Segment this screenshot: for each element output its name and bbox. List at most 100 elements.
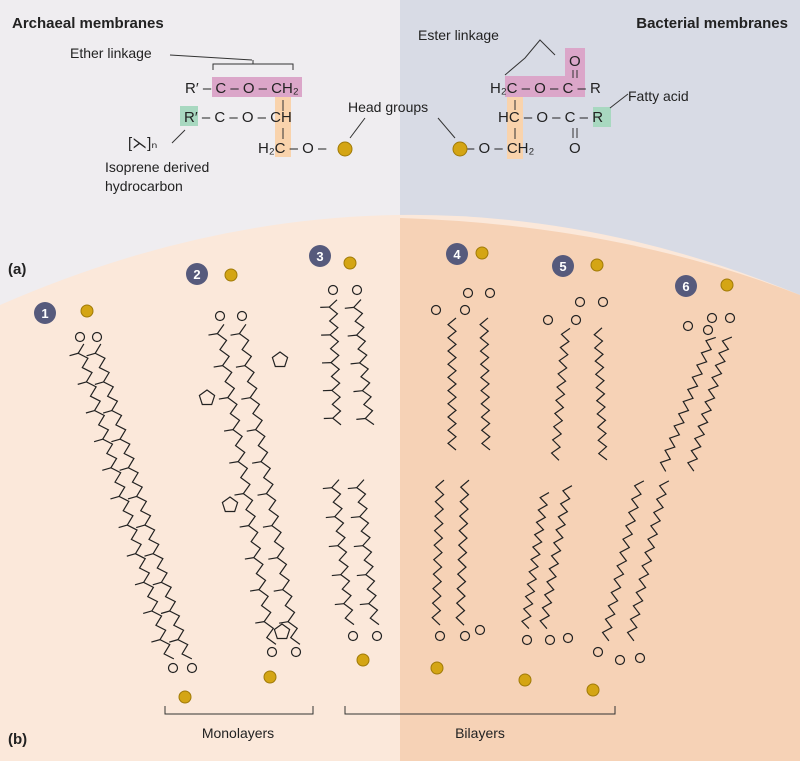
archaeal-formula-row1: R′ – C – O – CH₂	[185, 80, 299, 97]
methyl-branch	[356, 417, 366, 420]
hydrocarbon-chain	[77, 343, 175, 660]
oxygen-atom	[724, 312, 736, 324]
oxygen-atom	[484, 287, 496, 299]
bilayers-bracket	[344, 706, 616, 715]
methyl-branch	[119, 467, 129, 471]
bacterial-formula-row1: H₂C – O – C – R	[490, 80, 601, 97]
methyl-branch	[151, 639, 161, 643]
methyl-branch	[102, 409, 112, 414]
ester-highlight-vertical	[565, 48, 585, 78]
methyl-branch	[331, 574, 341, 577]
methyl-branch	[230, 333, 240, 336]
fatty-acid-label: Fatty acid	[628, 88, 689, 104]
bacterial-formula-row2: HC – O – C – R	[498, 109, 603, 126]
head-group	[224, 268, 238, 282]
methyl-branch	[262, 525, 272, 528]
oxygen-atom	[434, 630, 446, 642]
methyl-branch	[118, 524, 128, 529]
oxygen-atom	[544, 634, 556, 646]
methyl-branch	[169, 639, 179, 643]
hydrocarbon-chain	[216, 324, 277, 645]
cyclopentane-ring	[198, 389, 216, 406]
bacterial-title: Bacterial membranes	[636, 15, 788, 32]
methyl-branch	[246, 429, 256, 432]
oxygen-atom	[236, 310, 248, 322]
oxygen-atom	[570, 314, 582, 326]
hydrocarbon-chain	[238, 323, 301, 645]
oxygen-atom	[614, 654, 626, 666]
methyl-branch	[353, 390, 363, 393]
methyl-branch	[111, 438, 121, 443]
oxygen-atom	[592, 646, 604, 658]
head-group	[430, 661, 444, 675]
oxygen-atom	[266, 646, 278, 658]
isoprene-label-1: Isoprene derived	[105, 159, 209, 175]
ether-linkage-label: Ether linkage	[70, 45, 152, 61]
methyl-branch	[127, 495, 137, 500]
ester-bracket	[504, 39, 556, 76]
head-group	[720, 278, 734, 292]
molecule-number-badge	[446, 243, 468, 265]
methyl-branch	[77, 381, 87, 385]
hydrocarbon-chain	[659, 336, 716, 472]
head-leader	[349, 117, 366, 139]
hydrocarbon-chain	[479, 317, 491, 451]
oxygen-atom	[74, 331, 86, 343]
head-group-archaea	[337, 141, 353, 157]
methyl-branch	[69, 352, 79, 357]
methyl-branch	[322, 487, 332, 490]
methyl-branch	[144, 553, 154, 557]
molecule-number: 6	[682, 279, 689, 294]
bacterial-r-highlight	[593, 107, 611, 127]
oxygen-atom	[474, 624, 486, 636]
oxygen-atom	[574, 296, 586, 308]
archaeal-glycerol-highlight	[275, 97, 291, 157]
molecule-number-badge	[309, 245, 331, 267]
molecule-number-badge	[675, 275, 697, 297]
oxygen-atom	[634, 652, 646, 664]
oxygen-atom	[327, 284, 339, 296]
archaeal-formula-row3: H₂C – O –	[258, 140, 327, 157]
hydrocarbon-chain	[355, 479, 380, 626]
fatty-acid-leader	[609, 93, 629, 109]
monolayers-bracket	[164, 706, 314, 715]
molecule-number: 4	[453, 247, 461, 262]
methyl-branch	[223, 429, 234, 432]
hydrocarbon-chain	[601, 480, 645, 642]
hydrocarbon-chain	[94, 343, 193, 660]
oxygen-atom	[521, 634, 533, 646]
methyl-branch	[152, 581, 162, 586]
oxygen-atom	[91, 331, 103, 343]
head-group-bacteria	[452, 141, 468, 157]
methyl-branch	[347, 487, 357, 490]
methyl-branch	[268, 557, 278, 560]
bonds	[514, 70, 578, 139]
hydrocarbon-chain	[520, 492, 550, 629]
hydrocarbon-chain	[330, 479, 355, 626]
methyl-branch	[350, 516, 360, 519]
oxygen-atom	[347, 630, 359, 642]
archaeal-title: Archaeal membranes	[12, 15, 164, 32]
hydrocarbon-chain	[686, 336, 733, 472]
methyl-branch	[86, 352, 96, 357]
methyl-branch	[136, 524, 146, 529]
methyl-branch	[102, 467, 112, 471]
molecule-number: 1	[41, 306, 48, 321]
oxygen-atom	[459, 630, 471, 642]
methyl-branch	[249, 589, 260, 592]
oxygen-atom	[462, 287, 474, 299]
head-group	[178, 690, 192, 704]
methyl-branch	[126, 553, 136, 557]
head-group	[590, 258, 604, 272]
methyl-branch	[273, 589, 283, 592]
molecule-number-badge	[552, 255, 574, 277]
methyl-branch	[344, 306, 354, 309]
methyl-branch	[334, 603, 344, 606]
lower-panel-bacteria	[400, 218, 800, 761]
hydrocarbon-chain	[593, 327, 608, 461]
ester-highlight	[505, 76, 585, 97]
methyl-branch	[328, 545, 338, 548]
oxygen-atom	[430, 304, 442, 316]
oxygen-atom	[351, 284, 363, 296]
